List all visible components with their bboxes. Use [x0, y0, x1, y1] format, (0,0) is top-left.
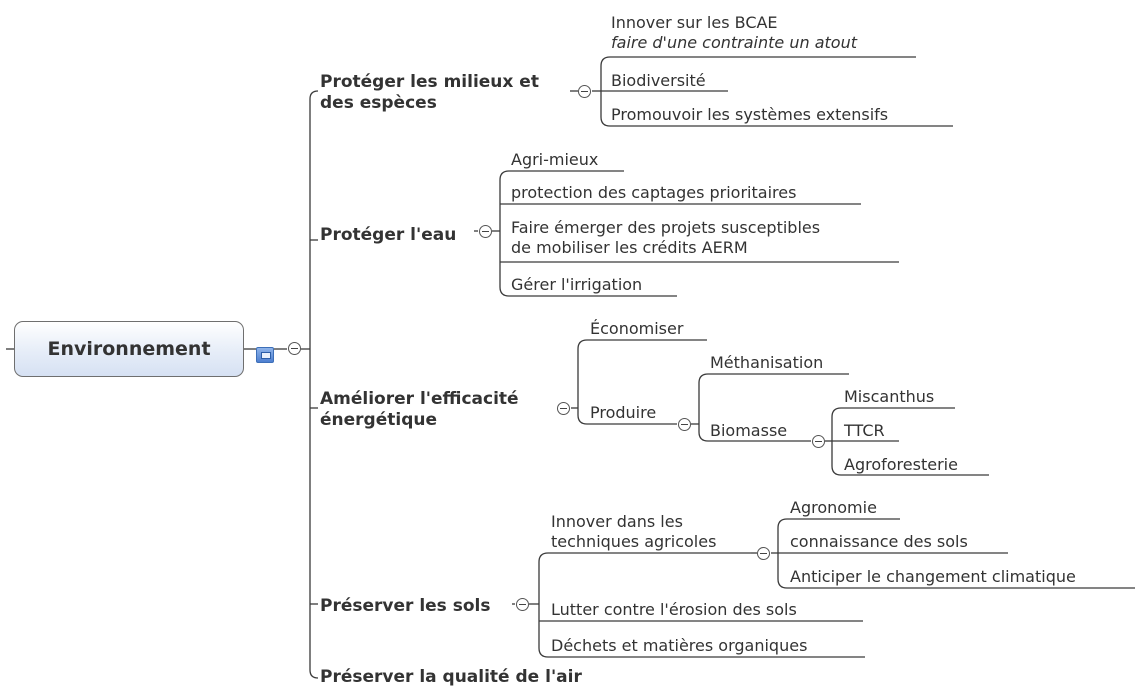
topic-captages[interactable]: protection des captages prioritaires	[511, 183, 797, 202]
topic-erosion-sols[interactable]: Lutter contre l'érosion des sols	[551, 600, 797, 619]
topic-innover-line2: techniques agricoles	[551, 532, 717, 551]
collapse-icon[interactable]	[812, 435, 825, 448]
topic-biomasse[interactable]: Biomasse	[710, 421, 788, 440]
note-icon[interactable]	[256, 347, 274, 363]
topic-proteger-eau[interactable]: Protéger l'eau	[320, 225, 457, 245]
topic-changement-climatique[interactable]: Anticiper le changement climatique	[790, 567, 1076, 586]
topic-proteger-milieux[interactable]: Protéger les milieux et des espèces	[320, 72, 539, 114]
topic-systemes-extensifs[interactable]: Promouvoir les systèmes extensifs	[611, 105, 889, 124]
topic-miscanthus[interactable]: Miscanthus	[844, 387, 935, 406]
topic-efficacite-line1: Améliorer l'efficacité	[320, 389, 519, 409]
topic-irrigation[interactable]: Gérer l'irrigation	[511, 275, 643, 294]
topic-agroforesterie[interactable]: Agroforesterie	[844, 455, 958, 474]
collapse-icon[interactable]	[757, 547, 770, 560]
root-topic[interactable]: Environnement	[14, 321, 244, 377]
topic-qualite-air[interactable]: Préserver la qualité de l'air	[320, 667, 582, 687]
collapse-icon[interactable]	[557, 402, 570, 415]
topic-economiser[interactable]: Économiser	[590, 319, 684, 338]
collapse-icon[interactable]	[479, 225, 492, 238]
topic-innover-techniques[interactable]: Innover dans les techniques agricoles	[551, 512, 716, 552]
collapse-icon[interactable]	[578, 85, 591, 98]
collapse-icon[interactable]	[288, 342, 301, 355]
topic-proteger-milieux-line2: des espèces	[320, 93, 437, 113]
topic-produire[interactable]: Produire	[590, 403, 657, 422]
topic-proteger-milieux-line1: Protéger les milieux et	[320, 72, 539, 92]
topic-ttcr[interactable]: TTCR	[844, 421, 885, 440]
topic-methanisation[interactable]: Méthanisation	[710, 353, 824, 372]
topic-preserver-sols[interactable]: Préserver les sols	[320, 596, 491, 616]
topic-efficacite-energetique[interactable]: Améliorer l'efficacité énergétique	[320, 389, 519, 431]
topic-bcae-line1: Innover sur les BCAE	[611, 13, 778, 32]
topic-biodiversite[interactable]: Biodiversité	[611, 71, 706, 90]
collapse-icon[interactable]	[678, 418, 691, 431]
topic-projets-aerm-line2: de mobiliser les crédits AERM	[511, 238, 748, 257]
topic-efficacite-line2: énergétique	[320, 410, 437, 430]
topic-bcae[interactable]: Innover sur les BCAE faire d'une contrai…	[611, 13, 857, 53]
collapse-icon[interactable]	[516, 598, 529, 611]
topic-connaissance-sols[interactable]: connaissance des sols	[790, 532, 968, 551]
root-topic-label: Environnement	[47, 338, 211, 360]
topic-agronomie[interactable]: Agronomie	[790, 498, 877, 517]
topic-projets-aerm-line1: Faire émerger des projets susceptibles	[511, 218, 821, 237]
topic-projets-aerm[interactable]: Faire émerger des projets susceptibles d…	[511, 218, 820, 258]
topic-bcae-line2: faire d'une contrainte un atout	[611, 33, 857, 52]
topic-innover-line1: Innover dans les	[551, 512, 683, 531]
topic-dechets[interactable]: Déchets et matières organiques	[551, 636, 808, 655]
topic-agri-mieux[interactable]: Agri-mieux	[511, 150, 599, 169]
